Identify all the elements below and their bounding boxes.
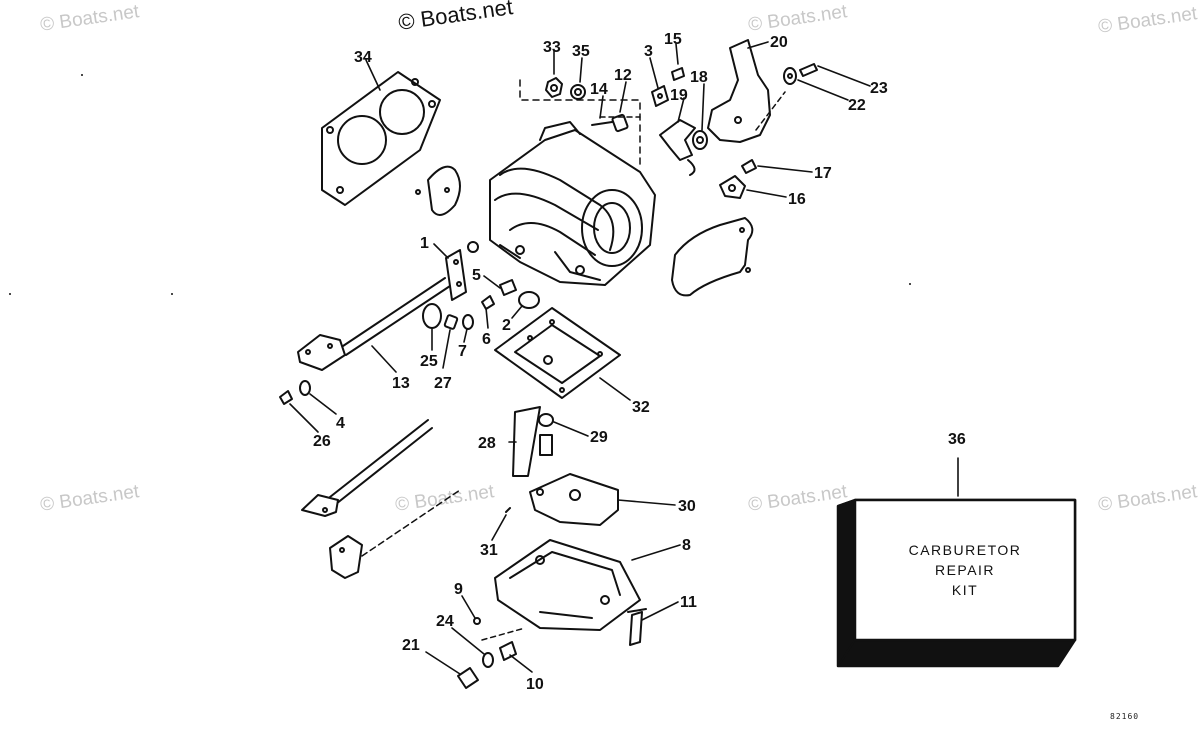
callout-31: 31 <box>480 542 498 559</box>
callout-3: 3 <box>644 43 653 60</box>
part-35-lockwasher <box>570 84 586 100</box>
callout-28: 28 <box>478 435 496 452</box>
part-18-washer <box>692 130 708 150</box>
part-17-screw <box>741 159 757 174</box>
callout-23: 23 <box>870 80 888 97</box>
callout-30: 30 <box>678 498 696 515</box>
part-choke-shaft <box>301 419 433 517</box>
part-21-plug <box>457 667 479 689</box>
callout-14: 14 <box>590 81 608 98</box>
part-13-throttle-shaft <box>297 277 451 371</box>
callout-13: 13 <box>392 375 410 392</box>
part-5-fitting <box>499 279 517 296</box>
part-12-spring <box>611 113 629 133</box>
part-15-clip <box>671 67 685 81</box>
part-33-nut <box>545 77 563 98</box>
part-9-ball <box>473 617 481 625</box>
callout-36: 36 <box>948 431 966 448</box>
kit-label-line-2: REPAIR <box>935 562 995 578</box>
leader-lines <box>289 41 959 675</box>
part-11-screw <box>627 608 647 646</box>
part-29-needle-seat <box>538 413 554 456</box>
part-28-float <box>512 406 541 477</box>
part-32-bowl-gasket <box>494 307 621 399</box>
callout-34: 34 <box>354 49 372 66</box>
part-cover-plate <box>671 217 754 297</box>
part-22-washer <box>783 67 797 85</box>
callout-7: 7 <box>458 343 467 360</box>
callout-10: 10 <box>526 676 544 693</box>
part-23-screw <box>799 63 818 77</box>
part-27-screw <box>443 314 459 330</box>
part-choke-lever <box>329 489 461 579</box>
callout-16: 16 <box>788 191 806 208</box>
part-1-retainer <box>445 249 467 301</box>
part-31-hinge-pin <box>505 507 511 513</box>
part-34-flange-gasket <box>321 71 441 206</box>
part-2-plug <box>518 291 540 309</box>
part-6-needle <box>481 295 495 310</box>
callout-5: 5 <box>472 267 481 284</box>
callout-2: 2 <box>502 317 511 334</box>
part-26-screw <box>279 390 293 405</box>
callout-24: 24 <box>436 613 454 630</box>
callout-9: 9 <box>454 581 463 598</box>
callout-22: 22 <box>848 97 866 114</box>
part-choke-disc <box>415 165 461 216</box>
part-4-washer <box>299 380 311 396</box>
callout-12: 12 <box>614 67 632 84</box>
callout-6: 6 <box>482 331 491 348</box>
callout-27: 27 <box>434 375 452 392</box>
part-19-lever <box>659 119 696 176</box>
part-25-float-valve <box>422 303 442 329</box>
callout-26: 26 <box>313 433 331 450</box>
kit-label-line-1: CARBURETOR <box>909 542 1022 558</box>
stray-dots <box>9 74 911 295</box>
part-20-throttle-cam <box>707 39 786 143</box>
callout-11: 11 <box>680 594 697 611</box>
callout-19: 19 <box>670 87 688 104</box>
callout-15: 15 <box>664 31 682 48</box>
callout-17: 17 <box>814 165 832 182</box>
callout-1: 1 <box>420 235 429 252</box>
callout-18: 18 <box>690 69 708 86</box>
part-8-float-bowl <box>494 539 641 631</box>
callout-20: 20 <box>770 34 788 51</box>
callout-21: 21 <box>402 637 420 654</box>
part-30-float <box>529 473 619 526</box>
part-14-screw <box>591 121 613 126</box>
callout-8: 8 <box>682 537 691 554</box>
part-7-washer <box>462 314 474 330</box>
callout-29: 29 <box>590 429 608 446</box>
callout-35: 35 <box>572 43 590 60</box>
callout-33: 33 <box>543 39 561 56</box>
callout-labels: 1 2 3 4 5 6 7 8 9 10 11 12 13 14 15 16 1… <box>313 31 966 693</box>
figure-number: 82160 <box>1110 712 1140 721</box>
callout-4: 4 <box>336 415 345 432</box>
part-10-jet <box>499 641 517 661</box>
part-16-clamp <box>719 175 746 199</box>
kit-box-label: CARBURETOR REPAIR KIT <box>909 542 1022 598</box>
callout-32: 32 <box>632 399 650 416</box>
kit-label-line-3: KIT <box>952 582 978 598</box>
part-24-washer <box>482 652 494 668</box>
callout-25: 25 <box>420 353 438 370</box>
part-3-bracket <box>651 85 669 107</box>
part-carburetor-body <box>489 121 656 286</box>
part-36-repair-kit-box <box>836 498 1077 668</box>
